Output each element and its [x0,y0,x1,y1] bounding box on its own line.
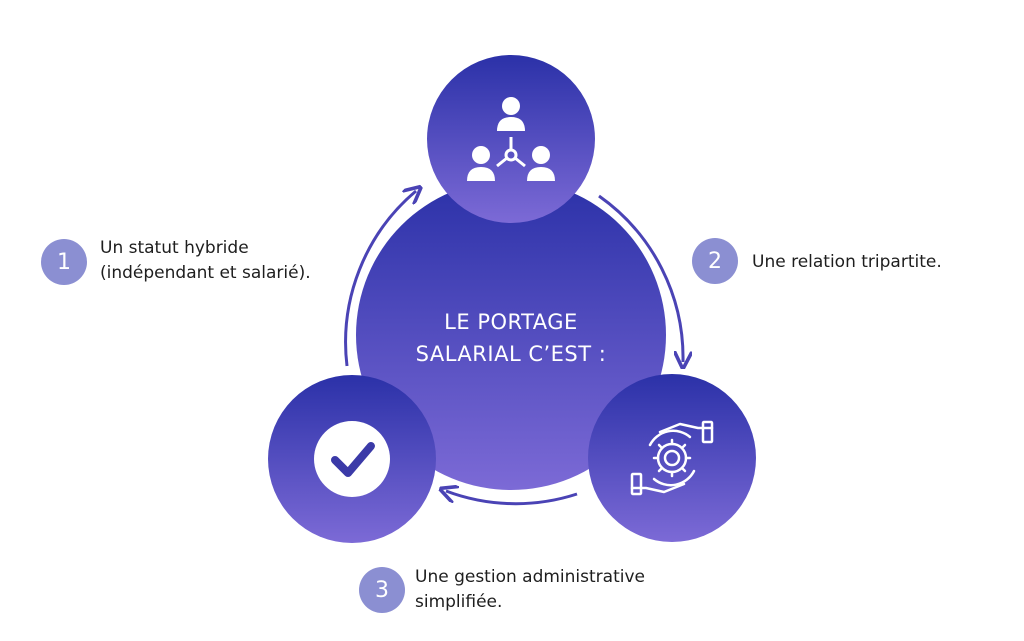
badge-3: 3 [359,567,405,613]
hands-gear-icon [630,420,714,496]
cycle-arrow-bottom [446,491,578,506]
center-title-line1: LE PORTAGE [444,310,578,334]
item-3-line2: simplifiée. [415,592,503,612]
center-title-line2: SALARIAL C’EST : [415,342,607,366]
node-left [268,375,436,543]
item-1-label: Un statut hybride (indépendant et salari… [100,236,311,286]
center-title: LE PORTAGE SALARIAL C’EST : [386,306,636,370]
team-network-icon [467,97,555,181]
item-3-label: Une gestion administrative simplifiée. [415,565,645,615]
item-2-label: Une relation tripartite. [752,250,942,275]
check-circle-icon [314,421,390,497]
node-top [427,55,595,223]
cycle-arrow-left [344,191,416,367]
item-1-line2: (indépendant et salarié). [100,263,311,283]
badge-1: 1 [41,239,87,285]
item-3-line1: Une gestion administrative [415,567,645,587]
badge-2: 2 [692,238,738,284]
center-circle [356,180,666,490]
item-1-line1: Un statut hybride [100,238,249,258]
node-right [588,374,756,542]
item-2-line1: Une relation tripartite. [752,252,942,272]
cycle-arrow-right [598,194,683,362]
